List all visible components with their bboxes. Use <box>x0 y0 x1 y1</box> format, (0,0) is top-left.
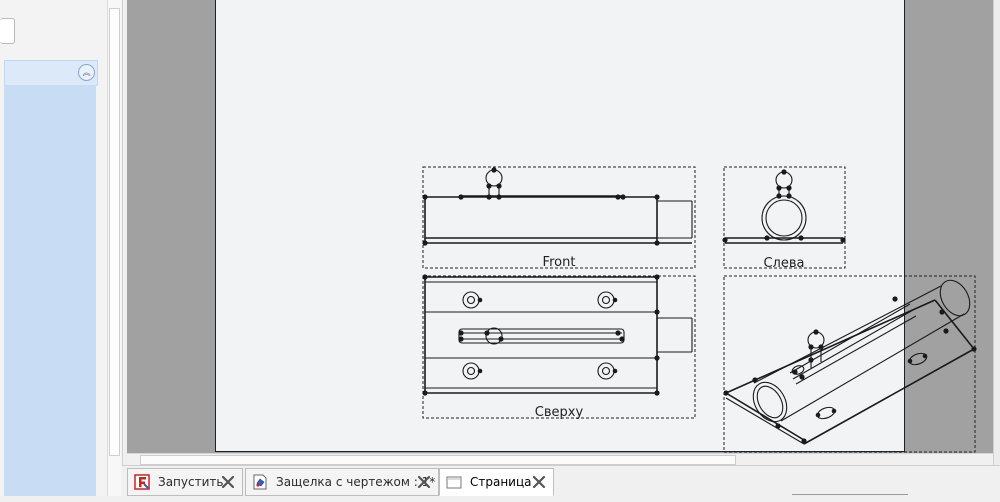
status-divider <box>792 494 908 495</box>
drawing-page-icon <box>446 476 462 489</box>
left-view-label: Слева <box>763 256 804 271</box>
tree-selection-area[interactable] <box>4 85 96 496</box>
left-view[interactable]: Слева <box>722 166 846 271</box>
drawing-page[interactable] <box>215 0 905 452</box>
close-icon[interactable] <box>416 474 432 490</box>
tab-page-label: Страница <box>470 475 532 489</box>
tab-launch[interactable]: Запустить <box>127 468 243 496</box>
drawing-views: .fr { fill:none; stroke:#222; stroke-wid… <box>422 166 977 453</box>
top-view-frame <box>422 275 696 419</box>
top-view[interactable]: Сверху <box>422 274 696 420</box>
left-view-frame <box>723 166 846 269</box>
tab-launch-label: Запустить <box>158 475 224 489</box>
close-icon[interactable] <box>531 474 547 490</box>
tab-page[interactable]: Страница <box>439 468 554 496</box>
canvas-vertical-scrollbar[interactable] <box>993 0 1000 466</box>
front-view-frame <box>422 166 696 269</box>
tree-scroll-thumb[interactable] <box>109 8 120 456</box>
front-view-label: Front <box>543 255 576 270</box>
isometric-view[interactable] <box>723 275 977 453</box>
top-view-label: Сверху <box>535 405 584 420</box>
isometric-view-frame <box>723 275 976 453</box>
freecad-start-icon <box>134 474 150 490</box>
front-view[interactable]: Front <box>422 166 696 270</box>
tab-latch-label: Защелка с чертежом : 1* <box>276 475 436 489</box>
part-document-icon <box>253 474 267 490</box>
tab-latch-document[interactable]: Защелка с чертежом : 1* <box>245 468 439 496</box>
double-chevron-up-icon[interactable]: ︽ <box>78 64 95 81</box>
combo-view-tab[interactable] <box>0 18 15 44</box>
close-icon[interactable] <box>220 474 236 490</box>
canvas-horizontal-scroll-thumb[interactable] <box>140 455 736 465</box>
